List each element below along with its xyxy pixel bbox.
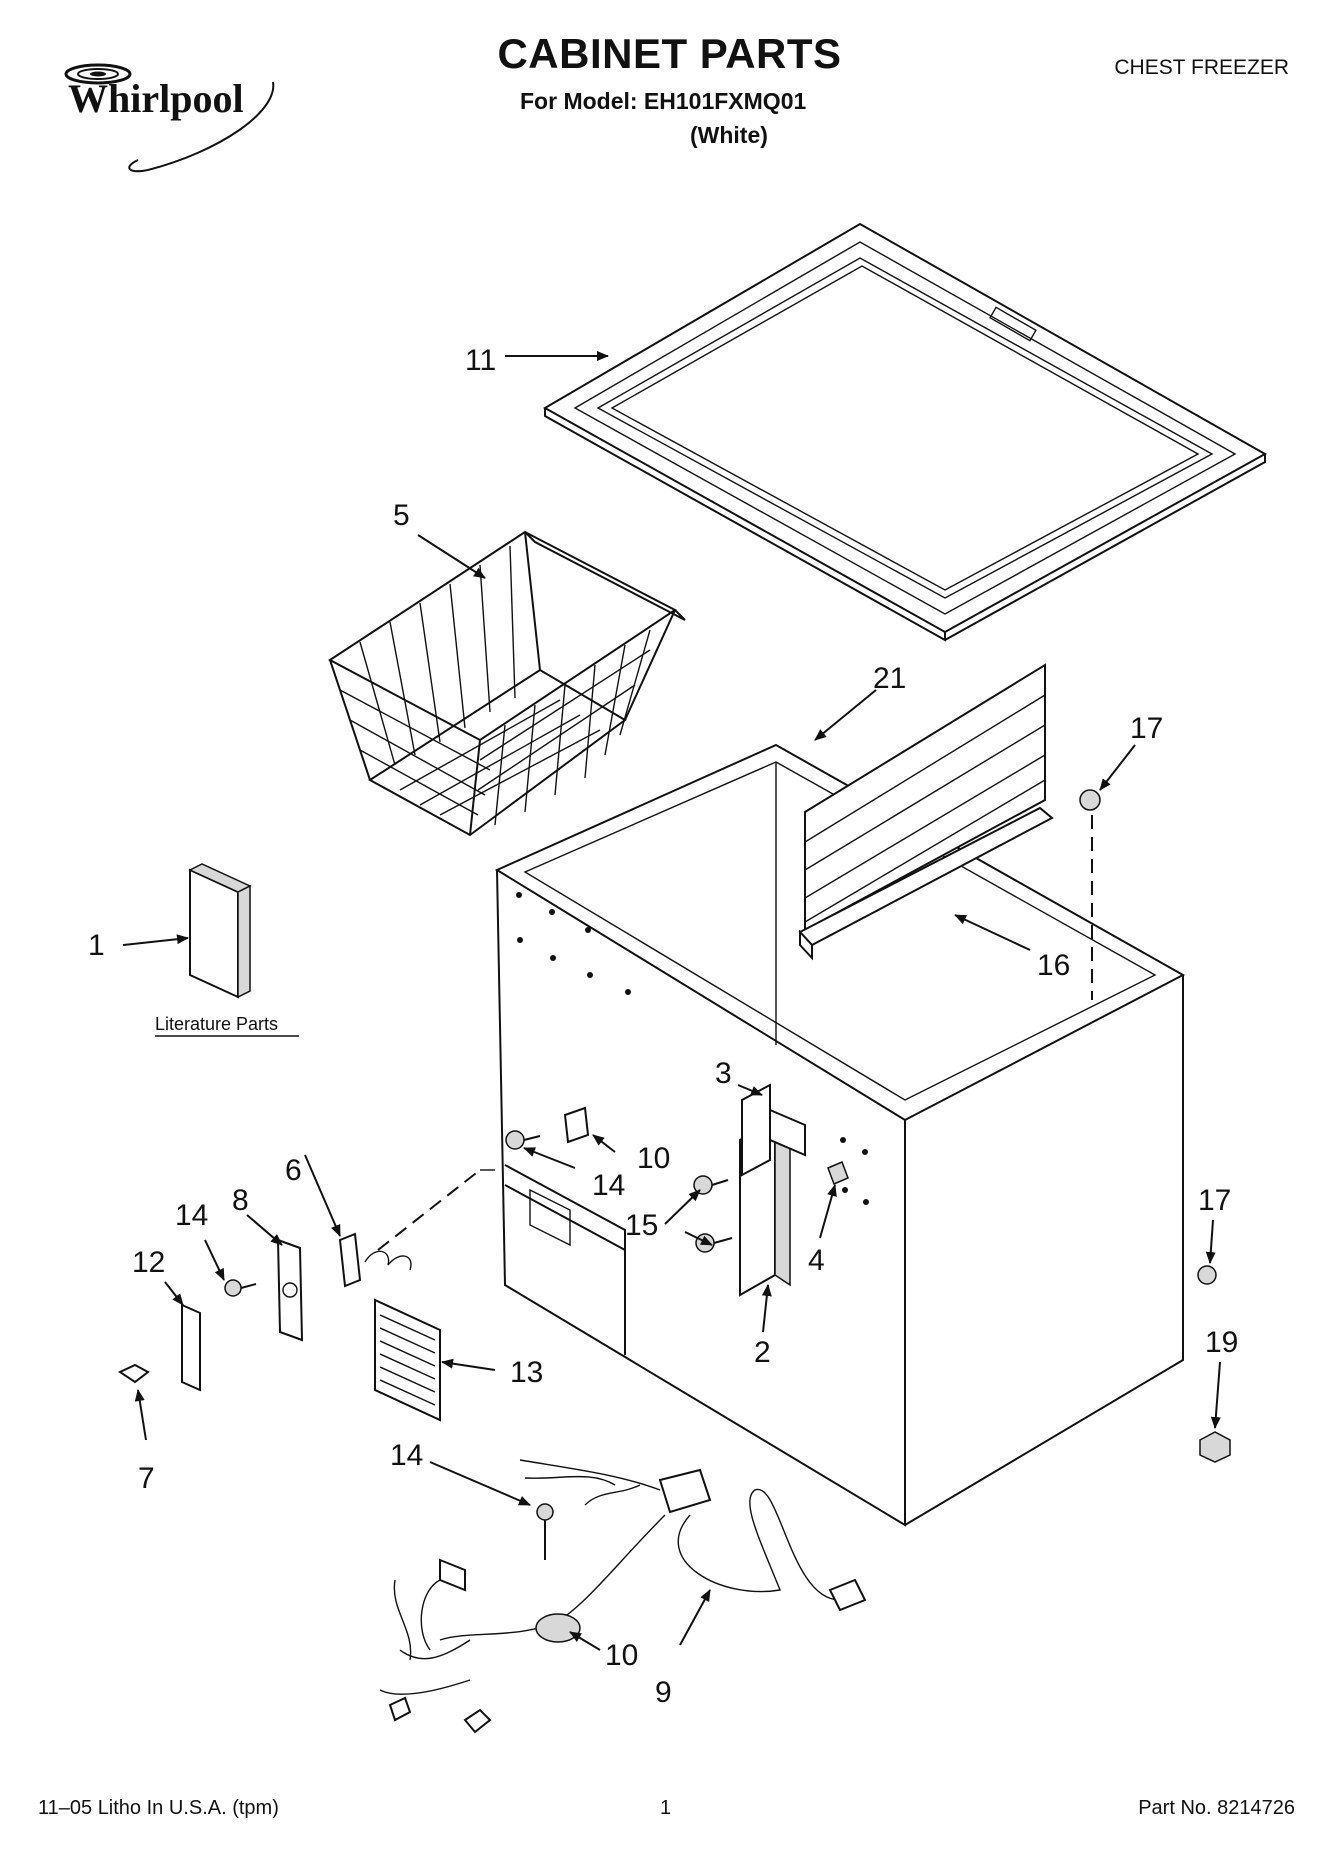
part-21-divider	[798, 663, 1054, 961]
callout-8: 8	[232, 1184, 249, 1217]
part-number: Part No. 8214726	[1138, 1797, 1295, 1819]
callout-17-right: 17	[1198, 1184, 1231, 1217]
product-category: CHEST FREEZER	[1114, 56, 1289, 79]
whirlpool-logo: Whirlpool	[64, 63, 275, 173]
callout-numbers: 11 5 21 17 16 1 3 10 14 15 4 2 17 19 13 …	[88, 344, 1238, 1709]
callout-16: 16	[1037, 949, 1070, 982]
literature-parts-label: Literature Parts	[155, 1014, 278, 1034]
part-9-wire-harness	[379, 1459, 867, 1734]
callout-5: 5	[393, 499, 410, 532]
callout-10-bottom: 10	[605, 1639, 638, 1672]
callout-9: 9	[655, 1676, 672, 1709]
model-number: For Model: EH101FXMQ01	[520, 88, 807, 114]
callout-7: 7	[138, 1462, 155, 1495]
callout-14-mid: 14	[592, 1169, 625, 1202]
part-11-lid	[542, 222, 1268, 642]
leader-arrows	[122, 351, 1221, 1651]
callout-2: 2	[754, 1336, 771, 1369]
callout-13: 13	[510, 1356, 543, 1389]
callout-3: 3	[715, 1057, 732, 1090]
callout-1: 1	[88, 929, 105, 962]
brand-wordmark: Whirlpool	[68, 76, 244, 121]
callout-6: 6	[285, 1154, 302, 1187]
callout-21: 21	[873, 662, 906, 695]
callout-11: 11	[465, 344, 496, 377]
cabinet-body	[494, 743, 1186, 1527]
callout-17-top: 17	[1130, 712, 1163, 745]
part-5-wire-basket	[328, 530, 686, 837]
callout-19: 19	[1205, 1326, 1238, 1359]
callout-14-bottom: 14	[390, 1439, 423, 1472]
callout-10-top: 10	[637, 1142, 670, 1175]
footer-print-info: 11–05 Litho In U.S.A. (tpm)	[38, 1797, 279, 1819]
thermostat-and-grille	[181, 1232, 441, 1422]
model-color: (White)	[690, 122, 768, 148]
part-1-literature	[188, 863, 252, 999]
assembly-guides	[377, 815, 1093, 1251]
callout-4: 4	[808, 1244, 825, 1277]
page-title: CABINET PARTS	[497, 30, 842, 77]
callout-14-left: 14	[175, 1199, 208, 1232]
callout-15: 15	[625, 1209, 658, 1242]
part-2-hinge	[739, 1083, 806, 1297]
page-number: 1	[660, 1797, 672, 1819]
callout-12: 12	[132, 1246, 165, 1279]
